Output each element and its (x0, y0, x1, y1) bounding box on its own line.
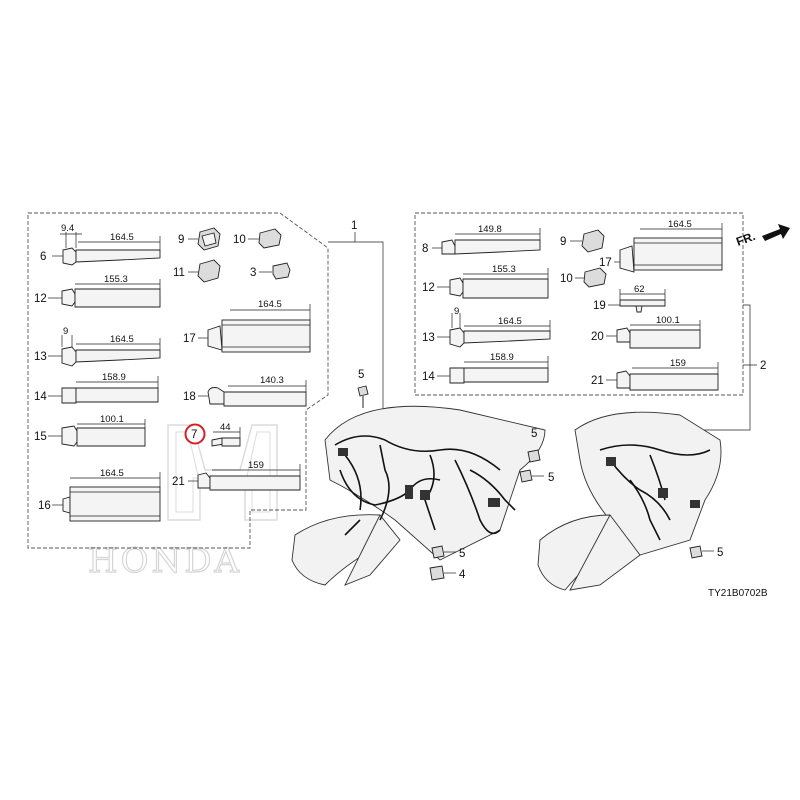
honda-watermark: HONDA (87, 424, 278, 582)
part-3-grommet: 3 (250, 262, 291, 280)
callout-1: 1 (351, 220, 357, 232)
part-13-clip-right: 13 9 164.5 (422, 306, 551, 348)
dashboard-harness-main (291, 405, 546, 586)
left-parts-box (27, 212, 329, 549)
dim-164-5-p17-left: 164.5 (258, 299, 282, 310)
callout-11: 11 (173, 267, 185, 279)
part-21-clip-left: 21 159 (172, 460, 301, 491)
part-10-clip-right: 10 (560, 267, 607, 288)
callout-17-right: 17 (599, 257, 612, 269)
callout-10-right: 10 (560, 273, 573, 285)
dim-62-p19: 62 (634, 284, 645, 295)
part-14-clip-right: 14 158.9 (422, 352, 549, 384)
honda-watermark-text: HONDA (88, 541, 242, 581)
dim-164-5-p17-right: 164.5 (668, 219, 692, 230)
dim-158-9-p14-right: 158.9 (490, 352, 514, 363)
dim-158-9-p14: 158.9 (102, 372, 126, 383)
dim-159-p21-right: 159 (670, 358, 686, 369)
dim-159-p21-left: 159 (248, 460, 264, 471)
callout-19: 19 (593, 300, 606, 312)
dim-9-p13: 9 (63, 326, 68, 337)
bolt-5-right: 5 (689, 545, 723, 559)
dim-149-8-p8: 149.8 (478, 224, 502, 235)
right-parts-box (414, 212, 744, 396)
diagram-code: TY21B0702B (708, 588, 768, 599)
part-18-clip: 18 140.3 (183, 375, 307, 407)
callout-15: 15 (34, 431, 47, 443)
callout-3: 3 (250, 267, 256, 279)
callout-14: 14 (34, 391, 47, 403)
part-13-clip: 13 9 164.5 (34, 326, 161, 367)
callout-21-right: 21 (591, 375, 604, 387)
part-10-clip-left: 10 (233, 228, 282, 249)
part-9-clip-left: 9 (178, 227, 221, 251)
callout-7-highlight-ring (184, 423, 206, 445)
part-15-clip: 15 100.1 (34, 414, 146, 447)
dim-140-3-p18: 140.3 (260, 375, 284, 386)
dim-164-5-p16: 164.5 (100, 468, 124, 479)
callout-12-right: 12 (422, 282, 435, 294)
dim-164-5-p13: 164.5 (110, 334, 134, 345)
part-12-clip-right: 12 155.3 (422, 264, 549, 299)
part-6-clip: 6 9.4 164.5 (40, 223, 161, 266)
dim-9-4: 9.4 (61, 223, 74, 234)
callout-17-left: 17 (183, 333, 196, 345)
callout-4: 4 (459, 569, 466, 581)
bolt-5-center-bottom: 5 (431, 545, 465, 560)
callout-7: 7 (191, 429, 197, 441)
callout-6: 6 (40, 251, 46, 263)
callout-9-right: 9 (560, 236, 566, 248)
callout-5-center-bottom: 5 (459, 548, 465, 560)
callout-16: 16 (38, 500, 51, 512)
dim-9-p13-right: 9 (454, 306, 459, 317)
part-17-tie-right: 17 164.5 (599, 219, 723, 273)
callout-5-center-right-a: 5 (531, 428, 537, 440)
bolt-4: 4 (429, 565, 466, 581)
callout-12: 12 (34, 293, 47, 305)
front-direction-arrow: FR. (734, 224, 790, 249)
callout-5-right: 5 (717, 547, 723, 559)
callout-14-right: 14 (422, 371, 435, 383)
dim-164-5-p6: 164.5 (110, 232, 134, 243)
dim-44-p7: 44 (220, 422, 231, 433)
bolt-5-center-top: 5 (357, 369, 369, 408)
dim-155-3-p12-right: 155.3 (492, 264, 516, 275)
dim-100-1-p20: 100.1 (656, 315, 680, 326)
part-8-clip: 8 149.8 (422, 224, 541, 255)
dim-164-5-p13-right: 164.5 (498, 316, 522, 327)
callout-21-left: 21 (172, 476, 185, 488)
part-11-clip: 11 (173, 259, 221, 283)
dim-100-1-p15: 100.1 (100, 414, 124, 425)
callout-2-leader (700, 304, 757, 431)
dim-155-3-p12: 155.3 (104, 274, 128, 285)
callout-5-center-top: 5 (358, 369, 364, 381)
bolt-5-center-right: 5 5 (519, 428, 554, 484)
front-label: FR. (734, 229, 757, 249)
part-17-tie-left: 17 164.5 (183, 299, 311, 353)
part-20-clip: 20 100.1 (591, 315, 701, 349)
part-9-clip-right: 9 (560, 229, 605, 253)
callout-20: 20 (591, 331, 604, 343)
callout-13-right: 13 (422, 332, 435, 344)
part-7-clip: 7 44 (184, 422, 241, 447)
callout-1-leader (328, 232, 384, 445)
part-19-clip: 19 62 (593, 284, 666, 313)
callout-9-left: 9 (178, 234, 184, 246)
dashboard-harness-right (537, 411, 722, 591)
part-16-tie: 16 164.5 (38, 468, 161, 522)
callout-5-center-right-b: 5 (548, 472, 554, 484)
callout-2: 2 (760, 360, 766, 372)
part-12-clip: 12 155.3 (34, 274, 161, 308)
callout-10-left: 10 (233, 234, 246, 246)
callout-13: 13 (34, 351, 47, 363)
callout-8: 8 (422, 243, 428, 255)
callout-18: 18 (183, 391, 196, 403)
part-14-clip: 14 158.9 (34, 372, 159, 404)
part-21-clip-right: 21 159 (591, 358, 719, 391)
